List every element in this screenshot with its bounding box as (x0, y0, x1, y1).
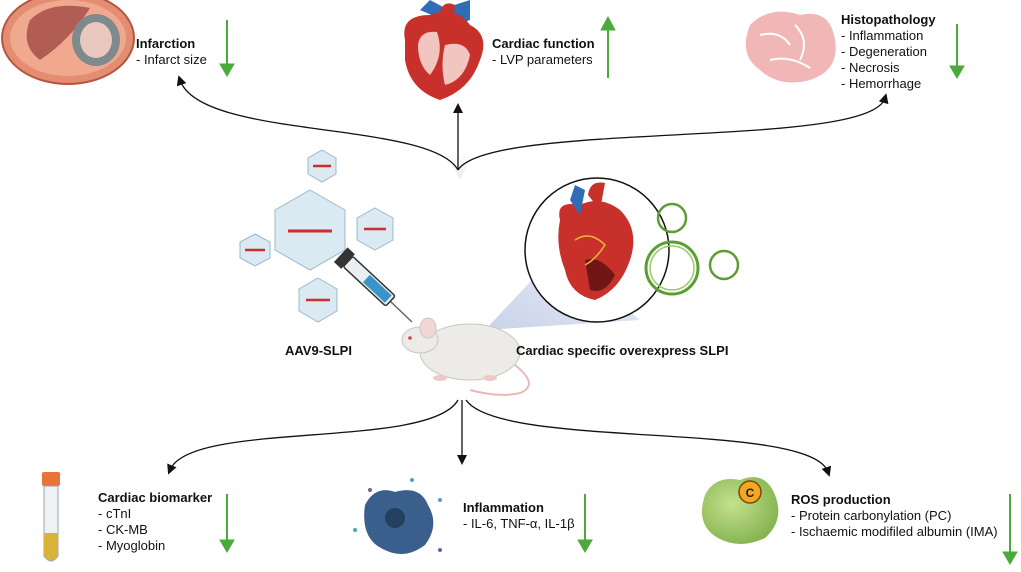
trend-down-icon-infarction (219, 20, 235, 77)
histopathology-title: Histopathology (841, 12, 936, 27)
cardiac-function-item: - LVP parameters (492, 52, 593, 67)
biomarker-label: Cardiac biomarker - cTnI - CK-MB - Myogl… (98, 490, 212, 554)
ros-title: ROS production (791, 492, 891, 507)
ros-item: - Protein carbonylation (PC) (791, 508, 952, 523)
infarction-item: - Infarct size (136, 52, 207, 67)
trend-up-icon-cardiac-function (600, 15, 616, 78)
infarction-title: Infarction (136, 36, 196, 51)
inflammation-item: - IL-6, TNF-α, IL-1β (463, 516, 575, 531)
cardiac-function-label: Cardiac function - LVP parameters (492, 36, 595, 68)
ros-protein-illustration: C (701, 477, 779, 544)
top-flow-arrows (176, 75, 889, 180)
inflammation-label: Inflammation - IL-6, TNF-α, IL-1β (463, 500, 575, 532)
trend-down-icon-histopathology (949, 24, 965, 79)
trend-down-icon-ros (1002, 494, 1018, 565)
blood-tube-illustration (42, 472, 60, 562)
trend-arrows (219, 15, 1018, 565)
syringe-illustration (333, 247, 413, 323)
green-cells (644, 202, 740, 296)
aav-capsids (239, 149, 394, 323)
aav-label: AAV9-SLPI (285, 343, 352, 358)
zoom-circle (524, 177, 670, 323)
histopathology-item: - Necrosis (841, 60, 900, 75)
bottom-flow-arrows (167, 399, 832, 477)
tissue-sample-illustration (745, 11, 836, 83)
histopathology-item: - Degeneration (841, 44, 927, 59)
trend-down-icon-biomarker (219, 494, 235, 553)
ros-badge-text: C (746, 486, 755, 500)
histopathology-label: Histopathology - Inflammation - Degenera… (841, 12, 936, 92)
ros-item: - Ischaemic modifiled albumin (IMA) (791, 524, 998, 539)
trend-down-icon-inflammation (577, 494, 593, 553)
heart-cross-section-illustration (404, 0, 484, 101)
immune-cell-illustration (353, 478, 442, 554)
biomarker-title: Cardiac biomarker (98, 490, 213, 505)
mouse-illustration (401, 317, 530, 396)
infarction-label: Infarction - Infarct size (136, 36, 207, 68)
biomarker-item: - Myoglobin (98, 538, 166, 553)
histopathology-item: - Inflammation (841, 28, 924, 43)
ros-label: ROS production - Protein carbonylation (… (791, 492, 998, 540)
cardiac-function-title: Cardiac function (492, 36, 595, 51)
histopathology-item: - Hemorrhage (841, 76, 922, 91)
overexpress-label: Cardiac specific overexpress SLPI (516, 343, 729, 358)
biomarker-item: - CK-MB (98, 522, 148, 537)
inflammation-title: Inflammation (463, 500, 544, 515)
biomarker-item: - cTnI (98, 506, 132, 521)
heart-slice-illustration (1, 0, 135, 85)
